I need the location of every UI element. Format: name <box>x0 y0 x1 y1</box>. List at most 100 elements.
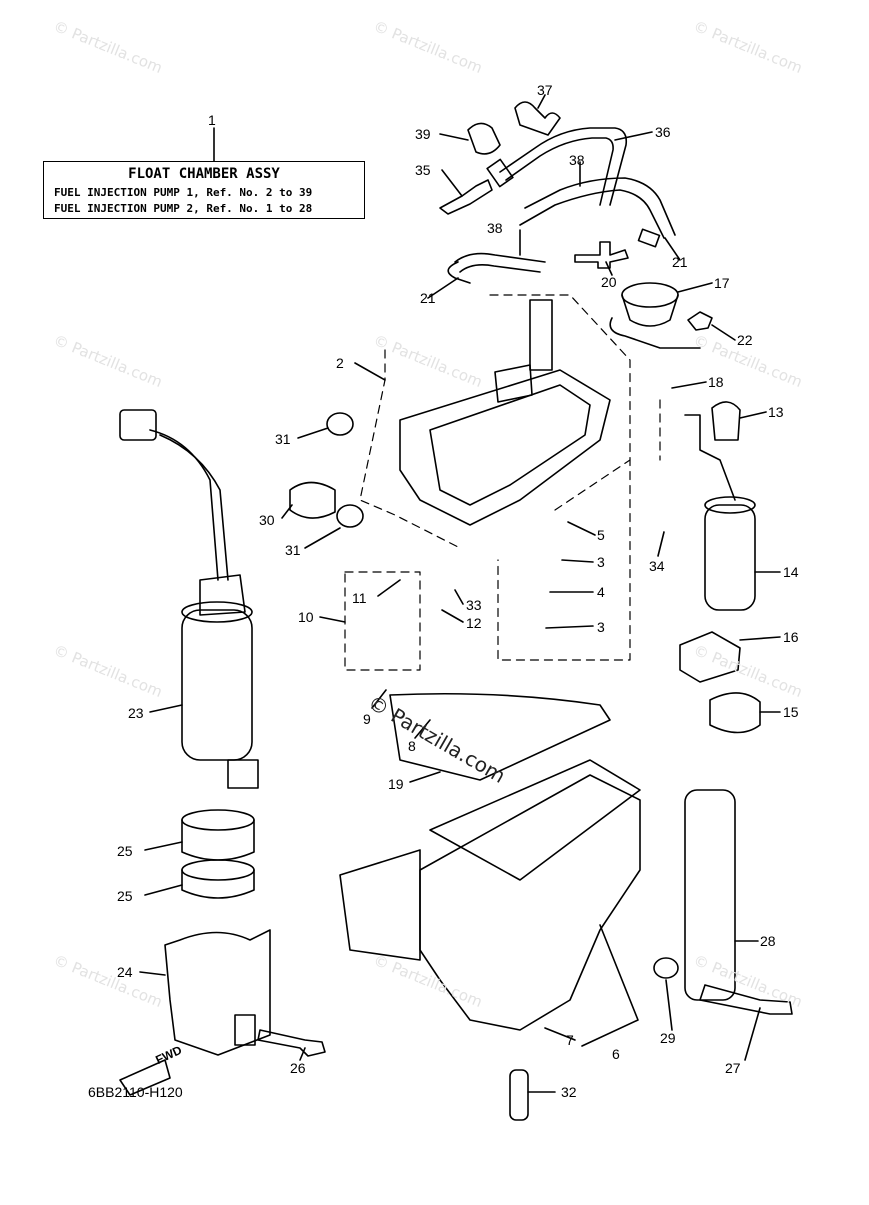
float-chamber-6-bracket <box>339 849 421 961</box>
callout-35: 35 <box>415 162 431 178</box>
callout-4: 4 <box>597 584 605 600</box>
bolt-26 <box>257 1029 326 1057</box>
callout-30: 30 <box>259 512 275 528</box>
callout-23: 23 <box>128 705 144 721</box>
callout-28: 28 <box>760 933 776 949</box>
callout-17: 17 <box>714 275 730 291</box>
leader-25a <box>144 841 183 851</box>
callout-26: 26 <box>290 1060 306 1076</box>
leader-2 <box>354 362 386 381</box>
fitting-35 <box>439 179 493 215</box>
leader-12 <box>441 609 464 623</box>
callout-2: 2 <box>336 355 344 371</box>
leader-16 <box>739 636 781 641</box>
hose-38-upper <box>524 177 676 236</box>
fuel-pump-23 <box>181 609 253 761</box>
callout-39: 39 <box>415 126 431 142</box>
leader-23 <box>149 704 183 713</box>
callout-38: 38 <box>487 220 503 236</box>
damper-16 <box>679 631 741 683</box>
fuel-pump-14-top <box>704 496 756 514</box>
leader-3a <box>561 559 594 563</box>
leader-5 <box>567 521 596 536</box>
grommet-31-top <box>326 412 354 436</box>
screw-22 <box>687 311 713 331</box>
callout-6: 6 <box>612 1046 620 1062</box>
leader-10 <box>319 616 346 623</box>
leader-27 <box>744 1007 761 1061</box>
float-chamber-6-rim <box>429 759 641 881</box>
float-chamber-6 <box>419 774 641 1031</box>
harness-23 <box>149 429 219 581</box>
leader-22 <box>711 324 736 341</box>
legend-line-1: FUEL INJECTION PUMP 1, Ref. No. 2 to 39 <box>54 186 313 199</box>
callout-1: 1 <box>208 112 216 128</box>
callout-24: 24 <box>117 964 133 980</box>
leader-17 <box>677 282 713 293</box>
harness-23-b <box>159 434 229 581</box>
callout-7: 7 <box>566 1032 574 1048</box>
hose-38-lower-inner <box>459 264 541 273</box>
callout-22: 22 <box>737 332 753 348</box>
leader-20 <box>605 261 613 276</box>
grommet-30 <box>289 481 336 519</box>
leader-33 <box>454 589 464 605</box>
legend-title: FLOAT CHAMBER ASSY <box>128 166 280 182</box>
callout-12: 12 <box>466 615 482 631</box>
leader-31b <box>304 527 341 549</box>
leader-29 <box>665 979 673 1031</box>
leader-11 <box>377 579 401 597</box>
tee-20 <box>574 241 629 269</box>
callout-18: 18 <box>708 374 724 390</box>
callout-5: 5 <box>597 527 605 543</box>
hose-38-lower <box>454 252 546 263</box>
hose-36 <box>499 127 628 206</box>
sleeve-25a-top <box>181 809 255 831</box>
legend-line-2: FUEL INJECTION PUMP 2, Ref. No. 1 to 28 <box>54 202 313 215</box>
callout-27: 27 <box>725 1060 741 1076</box>
leader-25b <box>144 884 183 896</box>
callout-3: 3 <box>597 554 605 570</box>
hose-38-upper-inner <box>519 189 665 239</box>
leader-26 <box>299 1047 306 1061</box>
sleeve-25b <box>181 869 255 899</box>
leader-39 <box>439 133 469 141</box>
leader-35 <box>441 169 463 197</box>
regulator-17-top <box>621 282 679 308</box>
callout-13: 13 <box>768 404 784 420</box>
hose-36-inner <box>505 137 614 206</box>
fuel-pump-14 <box>704 504 756 611</box>
callout-32: 32 <box>561 1084 577 1100</box>
callout-25: 25 <box>117 888 133 904</box>
callout-16: 16 <box>783 629 799 645</box>
callout-34: 34 <box>649 558 665 574</box>
hose-21-left <box>447 261 471 284</box>
leader-31a <box>297 427 329 439</box>
callout-19: 19 <box>388 776 404 792</box>
callout-20: 20 <box>601 274 617 290</box>
bracket-24-slot <box>234 1014 256 1046</box>
leader-36 <box>614 131 653 141</box>
sleeve-25a <box>181 819 255 861</box>
fwd-arrow <box>119 1059 171 1096</box>
regulator-17-body <box>621 294 679 327</box>
callout-37: 37 <box>537 82 553 98</box>
leader-21a <box>427 277 459 299</box>
callout-21: 21 <box>672 254 688 270</box>
leader-30 <box>281 504 293 519</box>
grommet-29 <box>653 957 679 979</box>
callout-8: 8 <box>408 738 416 754</box>
boot-13 <box>711 401 741 441</box>
callout-9: 9 <box>363 711 371 727</box>
clip-37 <box>514 101 561 136</box>
sleeve-25b-top <box>181 859 255 881</box>
leader-8 <box>414 719 431 739</box>
separator-28 <box>684 789 736 1001</box>
connector-23 <box>119 409 157 441</box>
cover-nipple <box>529 299 553 371</box>
hose-end-21 <box>637 228 661 248</box>
callout-38: 38 <box>569 152 585 168</box>
regulator-17-bracket <box>609 317 701 349</box>
